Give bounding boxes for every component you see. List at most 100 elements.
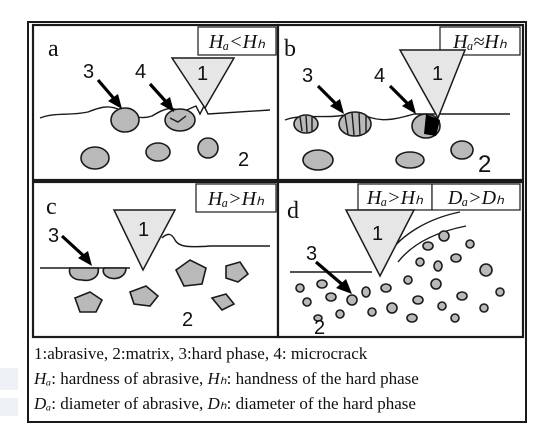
panel-d-particle [456,291,468,301]
legend-line-1: 1:abrasive, 2:matrix, 3:hard phase, 4: m… [34,344,367,364]
panel-a-marker-4: 4 [135,61,146,83]
legend-symbol-ha: Hₐ [34,369,52,388]
panel-d-chip-edge [397,225,467,263]
panel-a-arrowhead-4 [160,97,174,112]
panel-c-label: c [46,194,57,220]
panel-b-arrow-4 [388,84,412,108]
legend-line-3: Dₐ: diameter of abrasive, Dₕ: diameter o… [34,394,416,414]
figure-frame [27,21,527,423]
panel-d-particle [302,297,312,307]
panel-d-particle [295,283,305,293]
panel-b-matrix-number: 2 [478,151,491,178]
panel-c-abrasive [112,209,177,272]
panel-d-condition2: Dₐ>Dₕ [447,187,505,209]
panel-d-particle [325,292,337,302]
panel-d-matrix-number: 2 [314,317,325,339]
panel-a-label: a [48,36,59,62]
panel-c-arrowhead-3 [78,251,92,266]
legend-line-2: Hₐ: hardness of abrasive, Hₕ: handness o… [34,369,419,389]
panel-c-marker-3: 3 [48,225,59,247]
ghost-mark [0,398,18,416]
panel-c-hard-phase [73,291,104,313]
panel-b-hard-phase [302,149,334,171]
panel-b-hard-phase [450,140,474,160]
panel-a-marker-3: 3 [83,61,94,83]
panel-b-abrasive-number: 1 [432,63,443,85]
panel-d-particle [412,295,424,305]
panel-d-particle [438,230,450,242]
panel-d: Hₐ>Hₕ Dₐ>Dₕ d 1 2 [276,180,525,339]
ghost-mark [0,368,18,390]
panel-d-condition-box [357,183,433,211]
legend-symbol-hh: Hₕ [207,369,227,388]
legend-text-da: : diameter of abrasive, [51,394,208,413]
panel-b-crack-stripes [299,115,313,133]
panel-d-particle [450,253,462,263]
panel-a-hard-phase [197,137,219,159]
panel-c-hard-phase [174,259,207,287]
panel-d-particle [335,309,345,319]
panel-c: Hₐ>Hₕ c 1 2 3 [31,180,280,339]
panel-d-abrasive-number: 1 [372,223,383,245]
panel-b-marker-3: 3 [302,65,313,87]
panel-b-condition-box [439,26,521,56]
panel-a-hard-phase [145,142,171,162]
panel-d-particle [479,303,489,313]
panel-d-particle [361,286,371,298]
panel-d-arrow-3 [314,260,346,288]
legend-text-ha: : hardness of abrasive, [51,369,208,388]
panel-a-arrowhead-3 [108,94,122,109]
panel-d-condition2-box [431,183,521,211]
panel-b-label: b [284,36,296,62]
legend-text-hh: : handness of the hard phase [226,369,419,388]
panel-a-abrasive [170,57,236,110]
panel-b-marker-4: 4 [374,65,385,87]
panel-d-arrowhead-3 [336,279,352,294]
panel-d-particle [430,278,442,290]
panel-a-abrasive-number: 1 [197,63,208,85]
panel-d-label: d [287,198,299,224]
panel-b: Hₐ≈Hₕ b 1 2 3 4 [276,23,525,182]
panel-d-particle [316,279,328,289]
panel-c-condition-box [195,183,277,213]
panel-d-particle [433,260,443,272]
panel-d-particle [479,263,493,277]
legend-markers: 1:abrasive, 2:matrix, 3:hard phase, 4: m… [34,344,368,363]
panel-d-particle [415,257,425,267]
panel-d-abrasive [344,209,416,278]
panel-d-particle [495,287,505,297]
panel-c-abrasive-number: 1 [138,219,149,241]
panel-c-condition: Hₐ>Hₕ [207,188,265,210]
panel-a: Hₐ<Hₕ a 1 2 3 4 [31,23,280,182]
panel-c-hard-phase [210,293,236,311]
panel-d-particle [346,294,358,306]
panel-d-particle [386,302,398,314]
panel-a-microcrack [169,115,187,123]
panel-c-hard-phase-cut [68,267,100,282]
panel-a-hard-phase [80,146,110,170]
legend-symbol-dh: Dₕ [207,394,227,413]
panel-c-hard-phase-cut [102,267,127,280]
panel-d-particle [367,307,377,317]
panel-c-matrix-number: 2 [182,309,193,331]
panel-b-arrowhead-4 [402,99,416,114]
panel-d-particle [380,283,392,293]
panel-b-hard-phase-fractured [424,114,440,136]
panel-b-arrow-3 [316,84,340,108]
legend-symbol-da: Dₐ [34,394,52,413]
panel-d-particle [422,241,434,251]
panel-b-hard-phase [395,151,425,169]
panel-a-matrix-number: 2 [238,149,249,171]
panel-c-arrow-3 [60,234,88,260]
panel-c-hard-phase [225,261,250,283]
panel-d-particle [450,313,460,323]
panel-c-chip [161,233,270,248]
panel-a-hard-phase [110,107,140,133]
panel-d-marker-3: 3 [306,243,317,265]
panel-d-particle [406,313,418,323]
legend-text-dh: : diameter of the hard phase [226,394,416,413]
panel-d-particle [313,314,323,322]
panel-b-condition: Hₐ≈Hₕ [452,31,508,53]
panel-d-particle [403,275,413,285]
